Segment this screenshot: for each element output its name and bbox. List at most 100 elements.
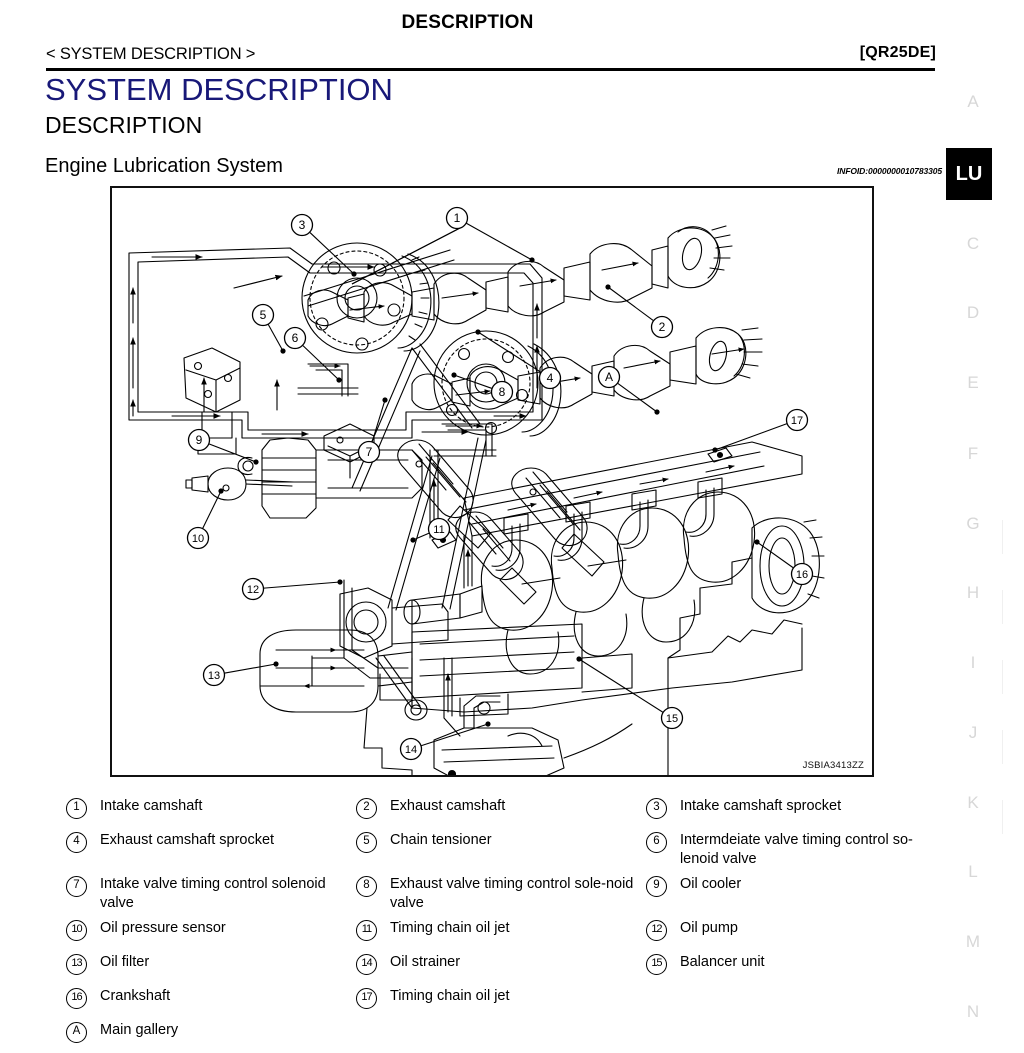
callout-A: A — [597, 365, 660, 415]
figure-id-label: JSBIA3413ZZ — [802, 760, 864, 771]
legend-row: 1 Intake camshaft 2 Exhaust camshaft 3 Intake… — [66, 795, 936, 825]
svg-text:5: 5 — [260, 308, 267, 322]
callout-1: 1 — [445, 206, 535, 263]
legend-label: Exhaust camshaft — [389, 798, 506, 814]
rail-divider — [1002, 730, 1003, 764]
callout-8: 8 — [451, 372, 514, 404]
infoid-label: INFOID:0000000010783305 — [837, 166, 942, 176]
legend-item-5: 5 Chain tensioner — [355, 829, 646, 869]
index-tab-c[interactable]: C — [966, 234, 980, 253]
callout-5: 5 — [251, 303, 286, 354]
legend-callout-mark: 13 — [66, 954, 87, 975]
legend-callout-mark: 16 — [66, 988, 87, 1009]
svg-text:6: 6 — [292, 331, 299, 345]
legend-callout-mark: 11 — [355, 920, 377, 941]
index-tab-j[interactable]: J — [968, 723, 978, 742]
legend-label: Intake camshaft sprocket — [679, 798, 842, 814]
svg-text:12: 12 — [247, 584, 259, 596]
svg-text:3: 3 — [299, 218, 306, 232]
index-tab-m[interactable]: M — [965, 932, 981, 951]
index-tab-e[interactable]: E — [967, 373, 979, 392]
svg-text:7: 7 — [366, 445, 373, 459]
legend-label: Timing chain oil jet — [389, 920, 510, 936]
index-tab-i[interactable]: I — [970, 653, 976, 672]
svg-text:16: 16 — [796, 569, 808, 581]
legend-item-2: 2 Exhaust camshaft — [355, 795, 646, 825]
legend-callout-mark: 1 — [66, 798, 87, 819]
legend-callout-mark: 8 — [355, 876, 377, 897]
index-tab-a[interactable]: A — [967, 92, 979, 111]
legend-label: Oil cooler — [679, 876, 742, 892]
legend-callout-mark: 7 — [66, 876, 87, 897]
legend-label: Exhaust camshaft sprocket — [100, 832, 275, 848]
legend-item-3: 3 Intake camshaft sprocket — [645, 795, 936, 825]
rail-divider — [1002, 520, 1003, 554]
legend-row: 4 Exhaust camshaft sprocket 5 Chain tension… — [66, 829, 936, 869]
legend-table: 1 Intake camshaft 2 Exhaust camshaft 3 Intake… — [66, 795, 936, 1053]
legend-callout-mark: 14 — [355, 954, 377, 975]
legend-callout-mark: 2 — [355, 798, 377, 819]
legend-callout-mark: 12 — [645, 920, 667, 941]
legend-item-12: 12 Oil pump — [645, 917, 936, 947]
callout-14: 14 — [399, 721, 491, 761]
index-tab-f[interactable]: F — [967, 444, 979, 463]
legend-label: Oil pressure sensor — [100, 920, 226, 936]
legend-label: Oil pump — [679, 920, 738, 936]
section-index-rail: A LU C D E F G H I J K L M N — [934, 0, 1024, 1024]
legend-label: Crankshaft — [100, 988, 171, 1004]
index-tab-g[interactable]: G — [966, 514, 980, 533]
rail-divider — [1002, 590, 1003, 624]
callout-10: 10 — [186, 488, 224, 550]
legend-item-11: 11 Timing chain oil jet — [355, 917, 646, 947]
legend-item-4: 4 Exhaust camshaft sprocket — [66, 829, 356, 869]
index-tab-d[interactable]: D — [966, 303, 980, 322]
svg-text:15: 15 — [666, 713, 678, 725]
index-tab-h[interactable]: H — [966, 583, 980, 602]
svg-text:8: 8 — [499, 385, 506, 399]
callout-3: 3 — [290, 213, 357, 277]
legend-label: Exhaust valve timing control sole-noid v… — [389, 876, 634, 911]
breadcrumb: < SYSTEM DESCRIPTION > — [46, 45, 256, 63]
index-tab-k[interactable]: K — [967, 793, 979, 812]
svg-text:9: 9 — [196, 433, 203, 447]
legend-item-16: 16 Crankshaft — [66, 985, 356, 1015]
rail-divider — [1002, 800, 1003, 834]
callout-2: 2 — [605, 284, 674, 339]
legend-callout-mark: 3 — [645, 798, 667, 819]
legend-callout-mark: 17 — [355, 988, 377, 1009]
index-tab-lu[interactable]: LU — [946, 148, 992, 200]
svg-text:4: 4 — [547, 371, 554, 385]
rail-divider — [1002, 660, 1003, 694]
diagram-artwork — [128, 225, 825, 775]
legend-callout-mark: 10 — [66, 920, 87, 941]
legend-callout-mark: A — [66, 1022, 87, 1043]
svg-text:10: 10 — [192, 533, 204, 545]
callout-11: 11 — [410, 517, 451, 543]
legend-label: Chain tensioner — [389, 832, 492, 848]
section-title: SYSTEM DESCRIPTION — [45, 72, 393, 107]
page-title: DESCRIPTION — [401, 12, 534, 33]
section-subtitle: DESCRIPTION — [45, 112, 203, 138]
engine-code-badge: [QR25DE] — [859, 44, 936, 61]
legend-label: Balancer unit — [679, 954, 765, 970]
legend-callout-mark: 5 — [355, 832, 377, 853]
index-tab-n[interactable]: N — [966, 1002, 980, 1021]
legend-label: Main gallery — [100, 1022, 179, 1038]
index-tab-l[interactable]: L — [968, 862, 978, 881]
legend-callout-mark: 6 — [645, 832, 667, 853]
legend-item-8: 8 Exhaust valve timing control sole-noid … — [355, 873, 646, 913]
legend-label: Oil filter — [100, 954, 150, 970]
legend-label: Intake camshaft — [100, 798, 203, 814]
callout-6: 6 — [283, 326, 342, 383]
callout-13: 13 — [202, 661, 279, 687]
legend-callout-mark: 4 — [66, 832, 87, 853]
legend-item-13: 13 Oil filter — [66, 951, 356, 981]
